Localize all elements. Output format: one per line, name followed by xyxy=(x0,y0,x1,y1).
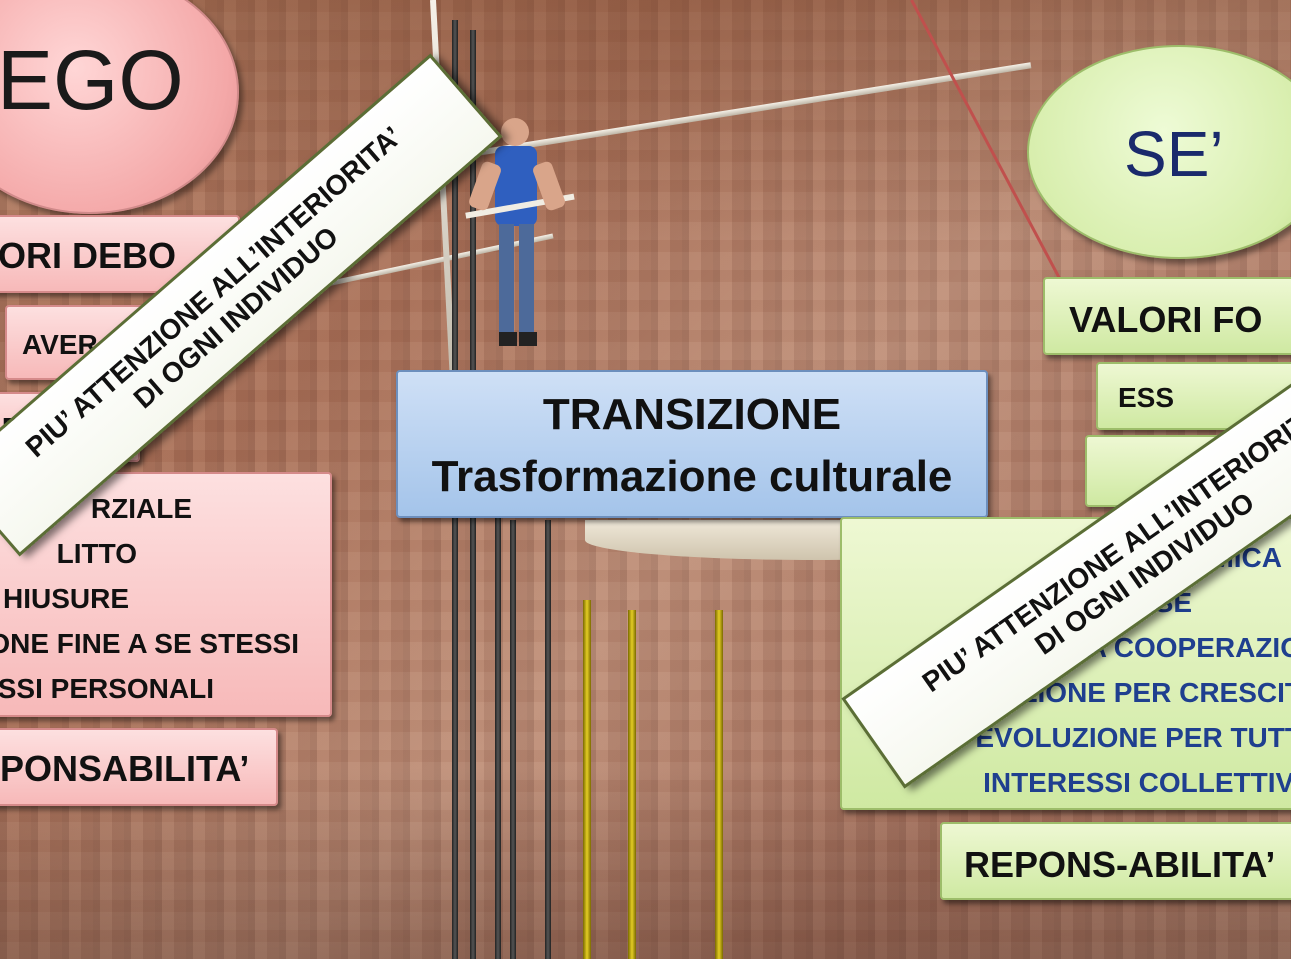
left-values-header: ORI DEBO xyxy=(0,235,177,276)
right-list-item: INTERESSI COLLETTIVI xyxy=(983,767,1291,798)
left-list-item: SSI PERSONALI xyxy=(0,673,214,704)
left-list-item: HIUSURE xyxy=(2,583,129,614)
left-responsibility-box: PONSABILITA’ xyxy=(0,728,278,806)
transition-subtitle: Trasformazione culturale xyxy=(431,452,953,501)
yellow-pole xyxy=(583,600,591,959)
ego-ellipse: EGO xyxy=(0,0,239,214)
right-values-header-box: VALORI FO xyxy=(1043,277,1291,355)
yellow-pole xyxy=(715,610,723,959)
left-list-item: ONE FINE A SE STESSI xyxy=(0,628,299,659)
left-list: RZIALE LITTO HIUSURE ONE FINE A SE STESS… xyxy=(0,486,322,711)
tightrope-walker xyxy=(465,118,575,346)
right-essere-label: ESS xyxy=(1118,382,1175,413)
right-values-header: VALORI FO xyxy=(1069,299,1263,340)
ego-label: EGO xyxy=(0,33,184,127)
pole xyxy=(545,520,551,959)
pole xyxy=(510,520,516,959)
left-list-item: LITTO xyxy=(56,538,137,569)
right-list-item: EVOLUZIONE PER TUTT xyxy=(975,722,1291,753)
left-list-item: RZIALE xyxy=(90,493,192,524)
left-responsibility-label: PONSABILITA’ xyxy=(0,748,250,789)
pole xyxy=(495,510,501,959)
right-responsibility-box: REPONS-ABILITA’ xyxy=(940,822,1291,900)
se-ellipse: SE’ xyxy=(1027,45,1291,259)
right-responsibility-label: REPONS-ABILITA’ xyxy=(964,844,1276,885)
transition-box: TRANSIZIONE Trasformazione culturale xyxy=(396,370,988,518)
se-label: SE’ xyxy=(1124,118,1224,190)
yellow-pole xyxy=(628,610,636,959)
transition-title: TRANSIZIONE xyxy=(542,390,842,439)
